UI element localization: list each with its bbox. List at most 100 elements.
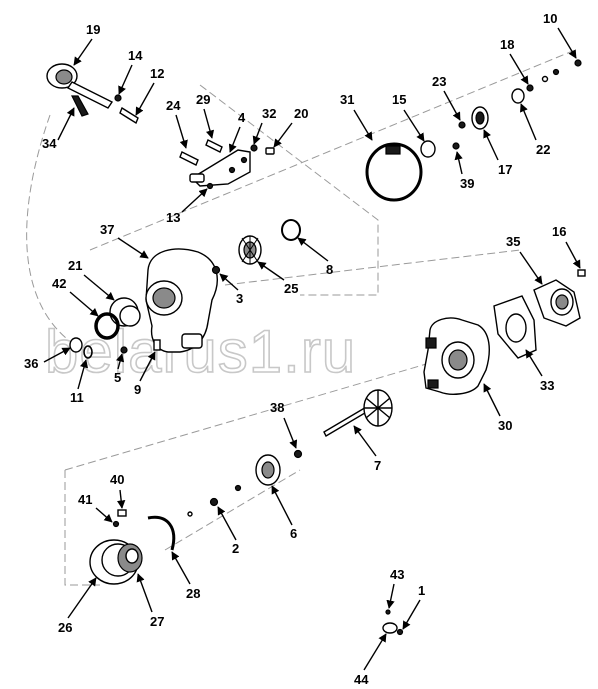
leader-arrow [386, 583, 395, 609]
part-6-bearing-plate [255, 454, 281, 486]
leader-arrow [565, 241, 581, 269]
part-42-o-ring [94, 312, 120, 340]
part-27-seal-plate [117, 543, 143, 573]
callout-number: 6 [290, 526, 297, 541]
callout-number: 4 [238, 110, 246, 125]
part-8-o-ring [281, 219, 301, 241]
leader-arrow [43, 347, 71, 363]
callout-number: 21 [68, 258, 82, 273]
leader-arrow [181, 188, 208, 213]
leader-arrow [252, 122, 263, 145]
leader-arrow [115, 353, 125, 370]
leader-arrow [519, 251, 543, 285]
part-18-washer [526, 84, 534, 92]
callout-22: 22 [520, 103, 550, 157]
callout-36: 36 [24, 347, 71, 371]
part-28-retaining-clip [147, 515, 176, 551]
part-20-bolt [265, 147, 275, 155]
leader-arrow [171, 551, 191, 585]
part-43-1-44-small-parts [382, 609, 404, 636]
callout-number: 7 [374, 458, 381, 473]
callout-12: 12 [135, 66, 164, 116]
leader-arrow [271, 485, 293, 526]
callout-number: 3 [236, 291, 243, 306]
leader-arrow [483, 383, 501, 417]
leader-arrow [135, 82, 155, 116]
callout-number: 19 [86, 22, 100, 37]
part-11-seal [83, 345, 93, 359]
callout-34: 34 [42, 107, 75, 151]
callout-number: 18 [500, 37, 514, 52]
callout-number: 17 [498, 162, 512, 177]
callout-24: 24 [166, 98, 188, 149]
part-15-o-ring [420, 140, 436, 158]
part-14-washer [114, 94, 122, 102]
part-16-bolt [577, 269, 586, 277]
callout-number: 5 [114, 370, 121, 385]
callout-28: 28 [171, 551, 200, 601]
leader-arrow [67, 577, 97, 619]
part-10-nut [541, 59, 582, 83]
leader-arrow [95, 507, 113, 523]
callout-number: 38 [270, 400, 284, 415]
part-2-washers [187, 484, 242, 517]
callout-31: 31 [340, 92, 373, 141]
leader-arrow [116, 489, 126, 509]
callout-number: 29 [196, 92, 210, 107]
callout-2: 2 [217, 506, 239, 556]
callout-number: 30 [498, 418, 512, 433]
callout-number: 32 [262, 106, 276, 121]
leader-arrow [175, 114, 188, 149]
leader-arrow [203, 108, 215, 139]
leader-arrow [73, 38, 93, 66]
callout-number: 41 [78, 492, 92, 507]
part-39-washer [452, 142, 460, 150]
callout-21: 21 [68, 258, 115, 301]
callout-23: 23 [432, 74, 461, 121]
leader-arrow [353, 425, 377, 457]
callout-6: 6 [271, 485, 297, 541]
callout-number: 27 [150, 614, 164, 629]
leader-arrow [483, 129, 499, 161]
callout-number: 10 [543, 11, 557, 26]
part-13-fitting [189, 173, 214, 190]
part-41-washer [112, 520, 120, 528]
leader-arrow [83, 274, 115, 301]
callout-3: 3 [219, 273, 243, 306]
callout-number: 13 [166, 210, 180, 225]
part-30-turbine-housing [423, 317, 490, 395]
leader-arrow [353, 109, 373, 141]
callout-32: 32 [252, 106, 276, 145]
callout-39: 39 [454, 151, 474, 191]
part-23-washer [458, 121, 466, 129]
callout-25: 25 [257, 261, 298, 296]
callout-17: 17 [483, 129, 512, 177]
callout-number: 24 [166, 98, 181, 113]
part-22-thrust-washer [511, 88, 525, 104]
leader-arrow [283, 417, 298, 449]
callout-33: 33 [525, 349, 554, 393]
callout-number: 42 [52, 276, 66, 291]
leader-arrow [136, 573, 153, 613]
leader-arrow [297, 237, 329, 262]
callout-27: 27 [136, 573, 164, 629]
callout-number: 16 [552, 224, 566, 239]
callout-number: 33 [540, 378, 554, 393]
callout-42: 42 [52, 276, 99, 317]
callout-20: 20 [273, 106, 308, 148]
callout-43: 43 [386, 567, 404, 609]
part-25-compressor-wheel [238, 235, 262, 265]
callout-38: 38 [270, 400, 298, 449]
part-38-ring [293, 449, 303, 459]
callout-26: 26 [58, 577, 97, 635]
callout-number: 35 [506, 234, 520, 249]
callout-44: 44 [354, 633, 387, 687]
leader-arrow [273, 122, 293, 148]
callout-16: 16 [552, 224, 581, 269]
callout-41: 41 [78, 492, 113, 523]
callout-number: 20 [294, 106, 308, 121]
leader-arrow [403, 109, 425, 142]
callout-number: 40 [110, 472, 124, 487]
part-9-pin [153, 339, 161, 351]
leader-arrow [363, 633, 387, 671]
